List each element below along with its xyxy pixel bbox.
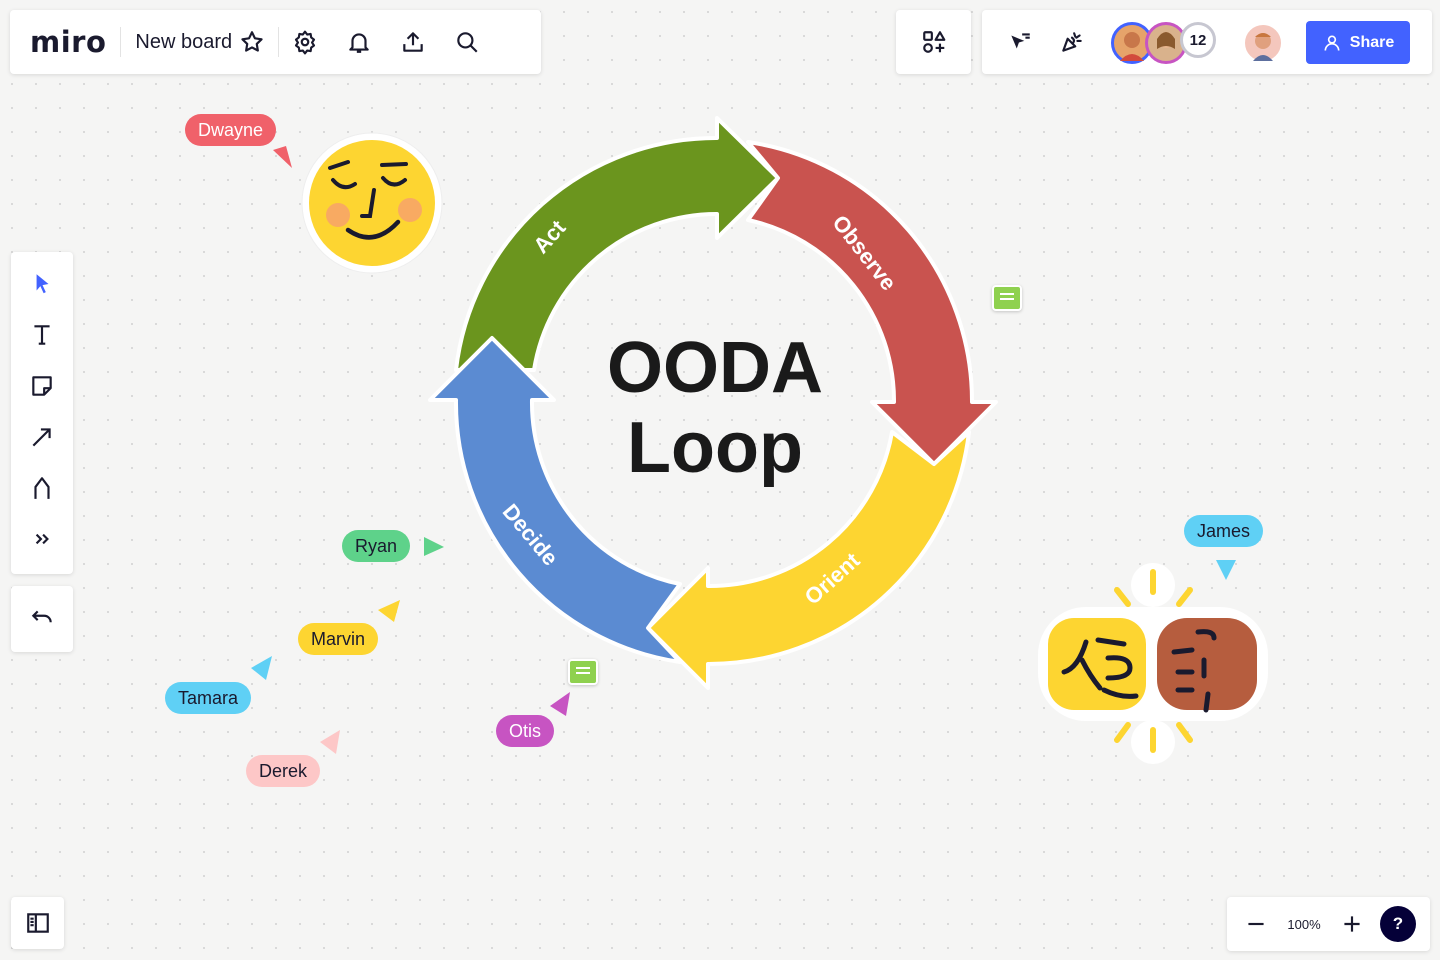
celebrate-icon[interactable] <box>1054 24 1090 60</box>
cursor-tag-dwayne: Dwayne <box>185 114 277 146</box>
zoom-out-icon[interactable] <box>1238 906 1274 942</box>
cursor-tag-marvin: Marvin <box>298 623 379 655</box>
orient-arrow[interactable] <box>646 430 971 690</box>
upload-icon[interactable] <box>395 24 431 60</box>
miro-logo[interactable]: miro <box>30 25 107 59</box>
comment-icon[interactable] <box>992 285 1022 311</box>
board-toolbar: miro New board <box>10 10 541 74</box>
tool-palette <box>11 252 73 574</box>
sticky-note-icon[interactable] <box>24 368 60 404</box>
cursor-tag-otis: Otis <box>496 715 555 747</box>
act-arrow[interactable] <box>454 116 780 372</box>
star-icon[interactable] <box>234 24 270 60</box>
search-icon[interactable] <box>449 24 485 60</box>
text-icon[interactable] <box>24 317 60 353</box>
fist-bump-sticker[interactable] <box>1038 563 1268 764</box>
help-button[interactable]: ? <box>1380 906 1416 942</box>
share-label: Share <box>1349 33 1395 51</box>
cursor-follow-icon[interactable] <box>1002 24 1038 60</box>
collaboration-toolbar: 12 Share <box>982 10 1432 74</box>
cursor-tag-tamara: Tamara <box>165 682 252 714</box>
apps-button[interactable] <box>896 10 971 74</box>
comment-icon[interactable] <box>568 659 598 685</box>
shapes-apps-icon <box>916 24 952 60</box>
arrow-icon[interactable] <box>24 419 60 455</box>
cursor-tag-derek: Derek <box>246 755 321 787</box>
diagram-title-line1: OODA <box>607 328 823 408</box>
cursor-pointers <box>251 146 1236 754</box>
pen-icon[interactable] <box>24 470 60 506</box>
divider <box>278 27 280 57</box>
smiley-sticker[interactable] <box>301 132 443 274</box>
diagram-title-line2: Loop <box>627 408 803 488</box>
user-icon <box>1324 35 1340 51</box>
participant-count[interactable]: 12 <box>1180 22 1216 58</box>
zoom-controls: 100% ? <box>1227 897 1430 951</box>
share-button[interactable]: Share <box>1306 21 1410 64</box>
zoom-level[interactable]: 100% <box>1287 916 1321 932</box>
diagram-title[interactable]: OODA Loop <box>580 328 850 488</box>
board-title[interactable]: New board <box>135 30 233 53</box>
cursor-tag-james: James <box>1184 515 1264 547</box>
cursor-icon[interactable] <box>24 266 60 302</box>
zoom-in-icon[interactable] <box>1334 906 1370 942</box>
undo-button[interactable] <box>11 586 73 652</box>
more-tools-icon[interactable] <box>24 521 60 557</box>
undo-icon <box>24 601 60 637</box>
sidebar-panel-icon <box>20 905 56 941</box>
observe-arrow[interactable] <box>746 140 998 466</box>
gear-icon[interactable] <box>287 24 323 60</box>
bell-icon[interactable] <box>341 24 377 60</box>
frames-panel-button[interactable] <box>11 897 64 949</box>
cursor-tag-ryan: Ryan <box>342 530 411 562</box>
decide-arrow[interactable] <box>428 336 682 664</box>
divider <box>120 27 122 57</box>
avatar[interactable] <box>1242 22 1284 64</box>
